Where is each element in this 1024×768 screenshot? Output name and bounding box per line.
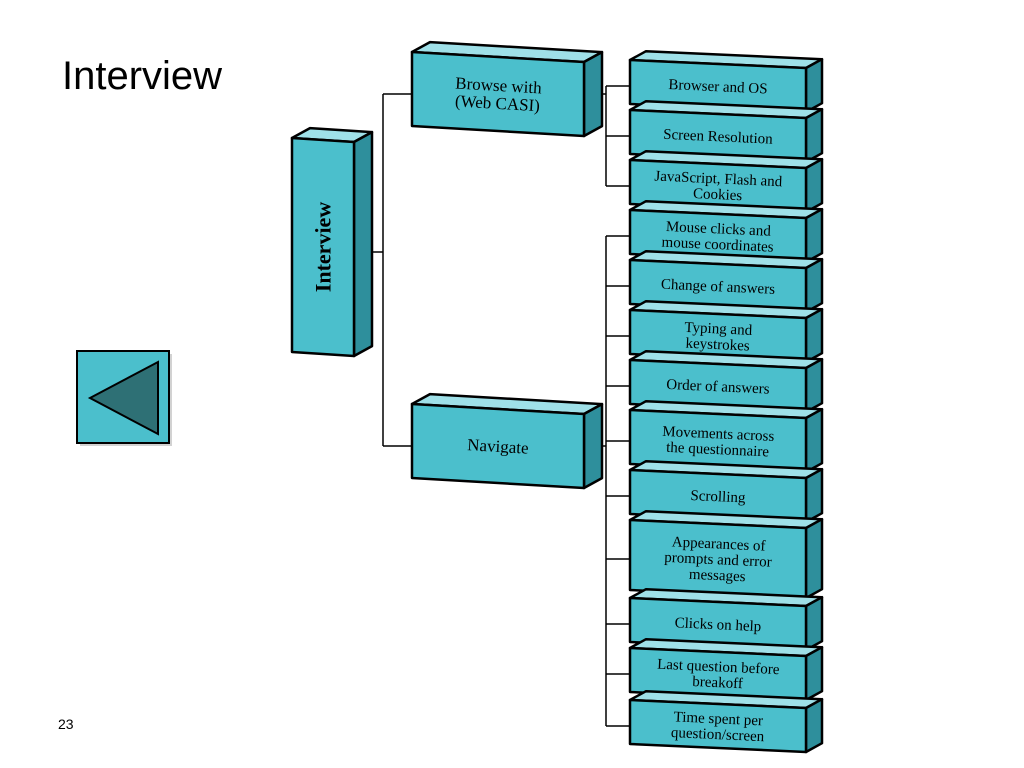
box-label-line: prompts and error [664,550,772,571]
box-label-line: Clicks on help [674,615,761,635]
leaf-box: Clicks on help [628,587,824,652]
box-label-line: keystrokes [685,336,750,355]
box-label: Navigate [467,435,529,458]
box-label-line: Screen Resolution [663,127,774,148]
box-side-face [804,697,824,754]
leaf-box: Browser and OS [628,49,824,114]
box-label: Last question beforebreakoff [656,657,780,694]
box-side-face [582,50,604,138]
box-label-line: Movements across [662,424,775,445]
slide-number: 23 [58,716,74,732]
box-label-line: Appearances of [671,534,765,554]
box-label-line: Mouse clicks and [665,219,771,240]
leaf-box: Mouse clicks andmouse coordinates [628,199,824,264]
back-button[interactable] [76,350,172,446]
branch-box-1: Browse with(Web CASI) [410,40,604,138]
box-label-line: Browser and OS [668,77,768,97]
box-side-face [804,57,824,114]
box-label-line: messages [689,567,746,586]
box-label: Interview [311,202,336,293]
box-label: Mouse clicks andmouse coordinates [661,219,775,256]
branch-box-2: Navigate [410,392,604,490]
box-label: Appearances ofprompts and errormessages [663,534,773,586]
box-label: Change of answers [661,277,776,298]
page-title: Interview [62,54,223,98]
box-side-face [804,207,824,264]
leaf-box: Movements acrossthe questionnaire [628,399,824,474]
box-label: Scrolling [690,488,746,507]
leaf-box: Last question beforebreakoff [628,637,824,702]
box-label: Movements acrossthe questionnaire [661,424,775,461]
box-label: Time spent perquestion/screen [671,709,766,745]
box-label-line: Cookies [693,186,743,204]
box-label-line: Time spent per [673,709,763,729]
box-side-face [804,595,824,652]
box-label-line: question/screen [671,725,765,745]
box-front-face [290,136,356,358]
box-front-face [628,698,808,754]
box-side-face [804,357,824,414]
box-side-face [352,130,374,358]
box-label-line: Interview [311,202,336,293]
leaf-box: Appearances ofprompts and errormessages [628,509,824,600]
box-label-line: Scrolling [690,488,746,507]
box-label: Browse with(Web CASI) [454,74,543,116]
box-side-face [804,107,824,164]
box-label: JavaScript, Flash andCookies [653,168,783,206]
box-label: Screen Resolution [663,127,774,148]
box-label: Clicks on help [674,615,761,635]
box-label-line: mouse coordinates [661,235,774,256]
box-label-line: (Web CASI) [454,91,540,115]
leaf-box: Time spent perquestion/screen [628,689,824,754]
leaf-box: Scrolling [628,459,824,524]
box-label-line: Typing and [684,320,753,339]
box-side-face [804,517,824,600]
box-label: Typing andkeystrokes [683,320,753,355]
box-label-line: the questionnaire [666,440,770,461]
box-label: Browser and OS [668,77,768,97]
box-side-face [804,157,824,214]
box-label-line: Order of answers [666,377,770,398]
leaf-box: Order of answers [628,349,824,414]
box-side-face [804,407,824,474]
box-label-line: Navigate [467,435,529,458]
box-side-face [804,645,824,702]
root-box-interview: Interview [290,126,374,358]
leaf-box: JavaScript, Flash andCookies [628,149,824,214]
diagram-boxes: Interview Browse with(Web CASI) Browser an… [290,40,824,754]
box-front-face [410,402,586,490]
leaf-box: Screen Resolution [628,99,824,164]
box-side-face [582,402,604,490]
leaf-box: Typing andkeystrokes [628,299,824,364]
box-label-line: Change of answers [661,277,776,298]
box-side-face [804,467,824,524]
box-side-face [804,257,824,314]
box-front-face [410,50,586,138]
box-label-line: Last question before [657,657,780,679]
box-label-line: JavaScript, Flash and [654,168,783,190]
box-label: Order of answers [666,377,770,398]
triangle-left-icon [76,350,172,446]
box-label-line: breakoff [692,674,743,692]
box-side-face [804,307,824,364]
leaf-box: Change of answers [628,249,824,314]
